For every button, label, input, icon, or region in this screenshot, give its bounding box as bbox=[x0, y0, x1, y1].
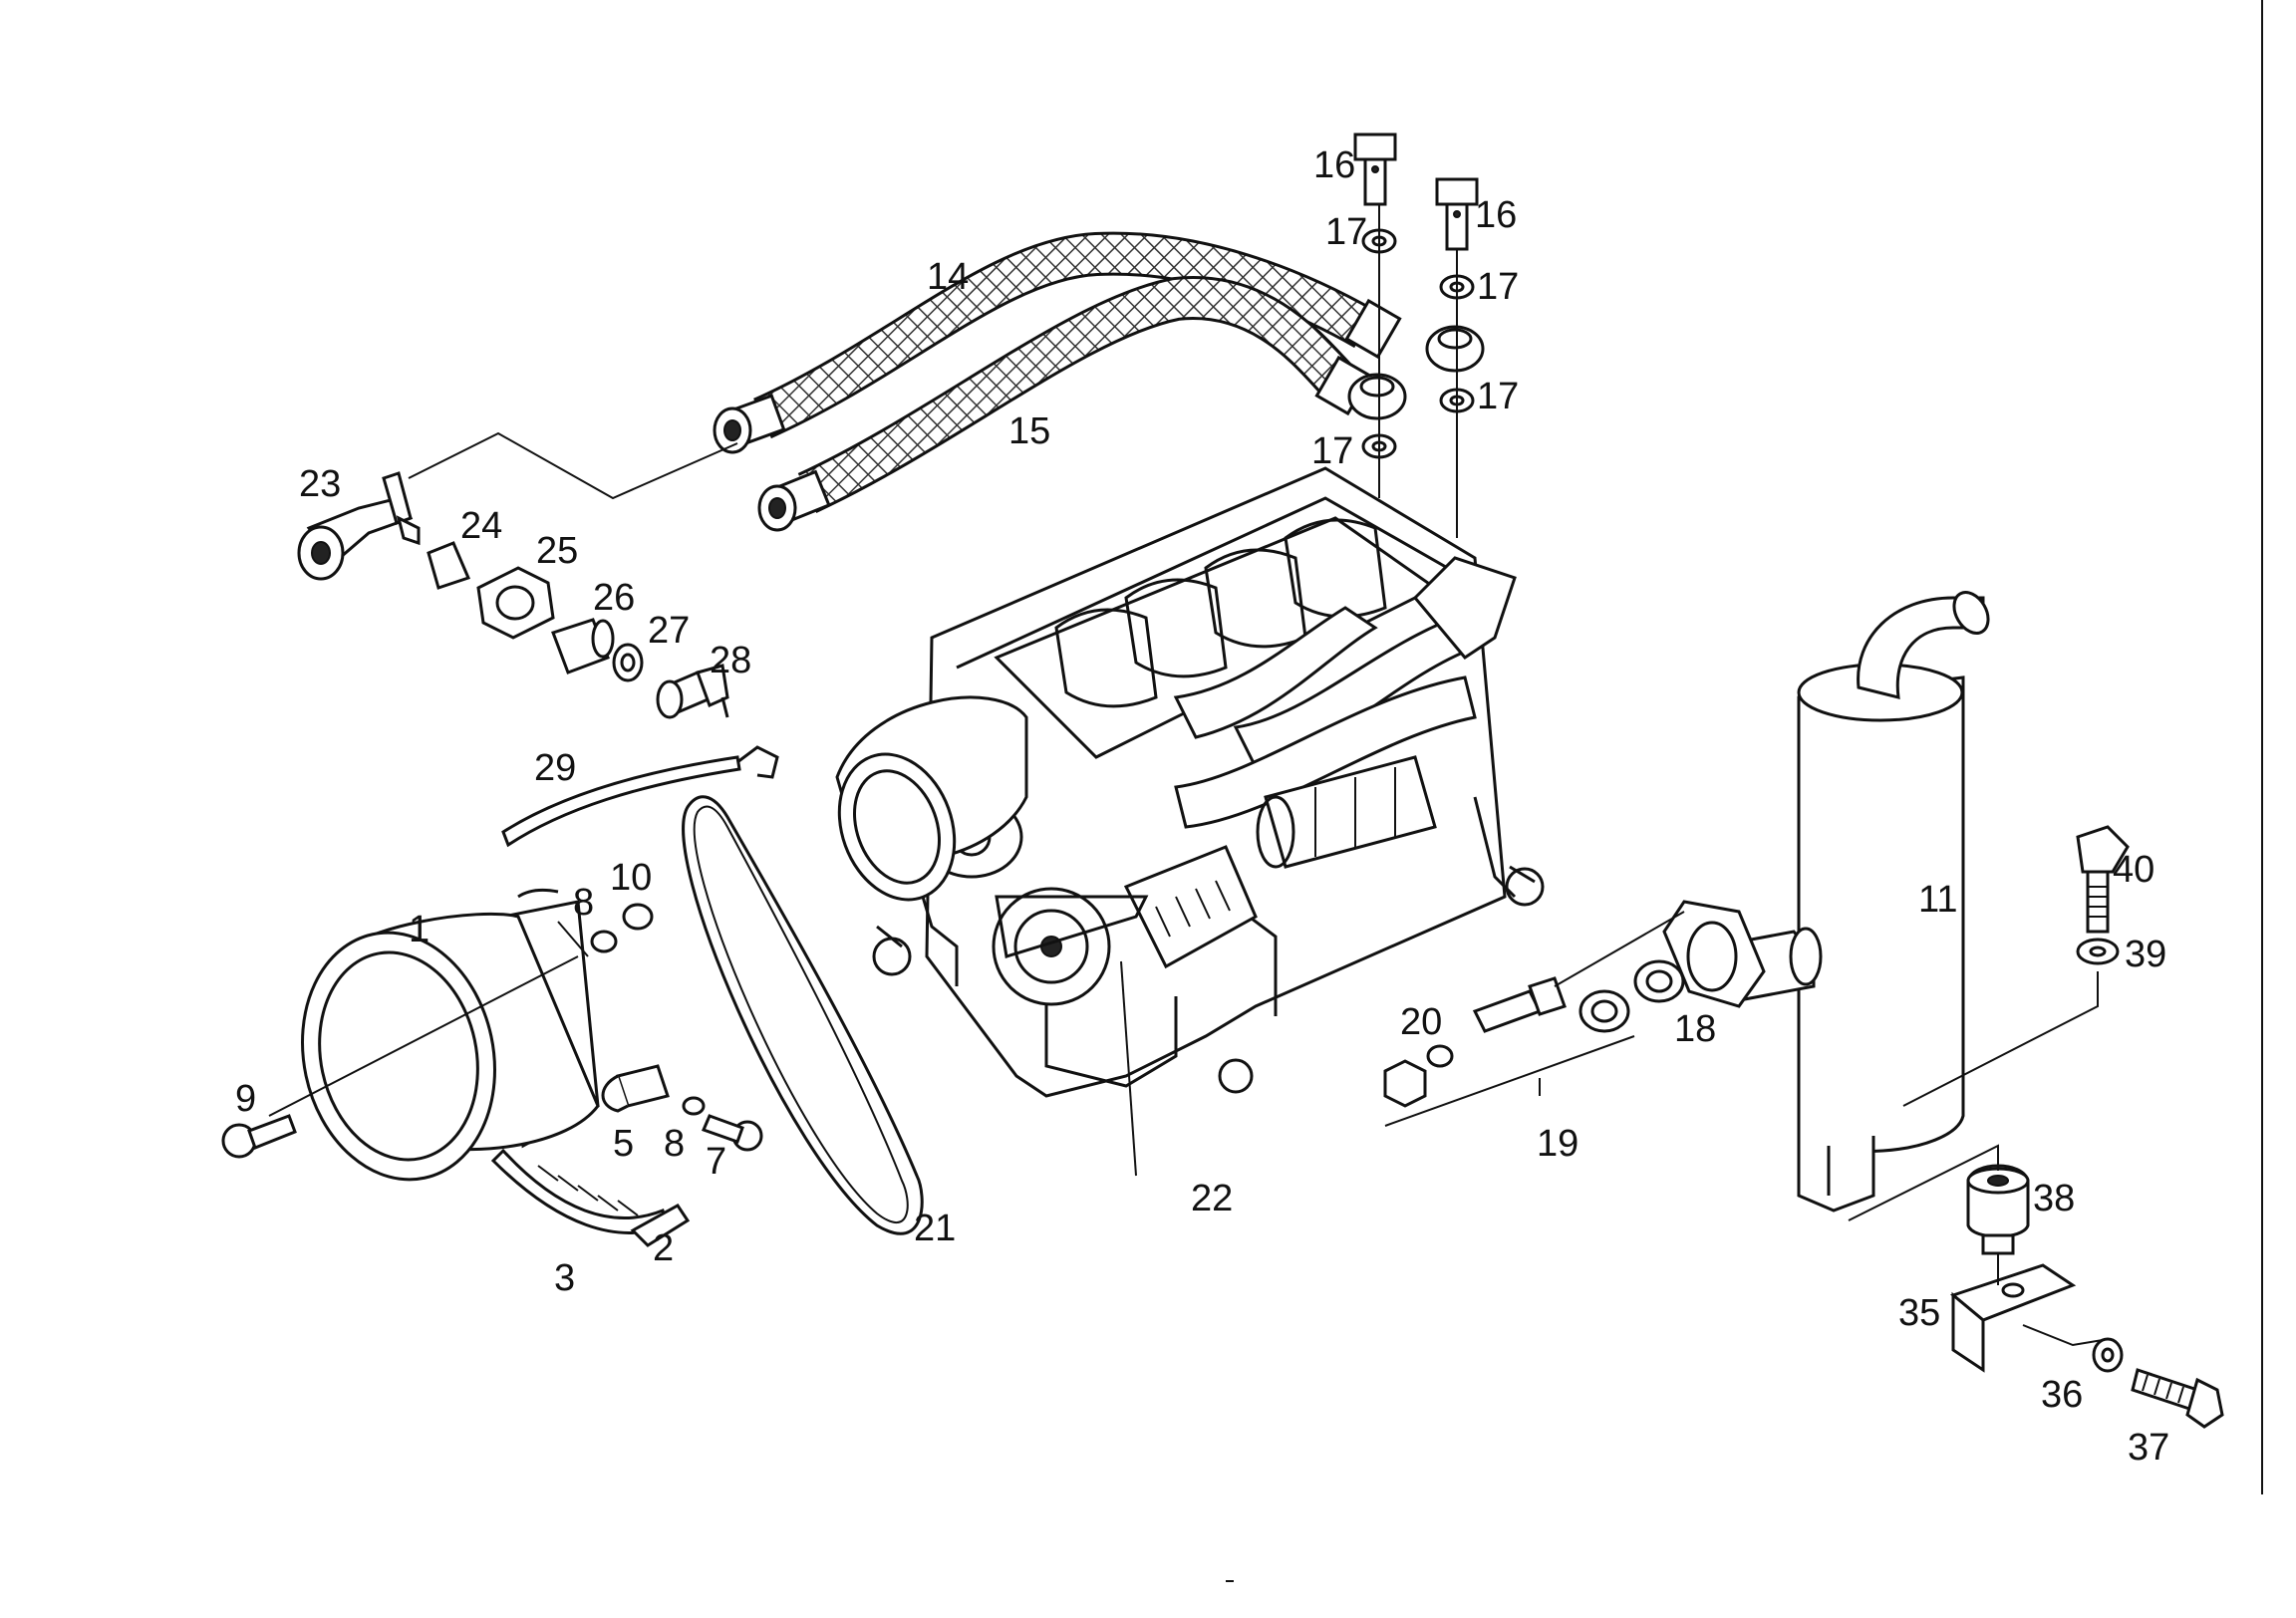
hose-part-14 bbox=[713, 231, 1402, 454]
label-part-36: 36 bbox=[2041, 1374, 2083, 1416]
muffler-part-11 bbox=[1797, 591, 1990, 1213]
tee-fitting-part-23 bbox=[297, 471, 421, 581]
banjo-bolt-part-16-right bbox=[1435, 177, 1479, 251]
label-part-17-c: 17 bbox=[1477, 376, 1519, 417]
washer-part-36 bbox=[2092, 1337, 2124, 1373]
label-part-3: 3 bbox=[554, 1257, 575, 1299]
label-part-20: 20 bbox=[1400, 1001, 1442, 1043]
gasket-part-18 bbox=[1578, 959, 1685, 1033]
v-belt-part-21 bbox=[682, 795, 924, 1235]
label-part-2: 2 bbox=[653, 1227, 674, 1269]
rubber-mount-part-38 bbox=[1966, 1164, 2030, 1255]
cone-part-24 bbox=[427, 541, 471, 590]
hose-part-15 bbox=[757, 276, 1372, 532]
leader-22 bbox=[1120, 960, 1137, 1177]
label-part-25: 25 bbox=[536, 530, 578, 572]
label-part-14: 14 bbox=[927, 256, 969, 298]
bracket-part-5 bbox=[601, 1064, 670, 1113]
label-part-17-b: 17 bbox=[1477, 266, 1519, 308]
label-part-37: 37 bbox=[2128, 1427, 2169, 1469]
bolt-assembly-part-19 bbox=[1383, 976, 1635, 1127]
bolt-part-40 bbox=[2076, 825, 2130, 934]
bolt-part-9 bbox=[221, 1114, 297, 1159]
label-part-7: 7 bbox=[706, 1141, 726, 1183]
label-part-17-d: 17 bbox=[1311, 430, 1353, 472]
banjo-bolt-part-16-left bbox=[1353, 133, 1397, 206]
bolt-part-37 bbox=[2131, 1368, 2224, 1429]
label-part-19: 19 bbox=[1537, 1123, 1578, 1165]
label-part-10: 10 bbox=[610, 857, 652, 899]
bolt-part-7 bbox=[701, 1114, 763, 1152]
pressure-switch-part-28 bbox=[656, 664, 729, 719]
label-part-11: 11 bbox=[1918, 879, 1957, 921]
muffler-inlet-flange bbox=[1662, 900, 1823, 1008]
label-part-8-lower: 8 bbox=[664, 1123, 685, 1165]
banjo-fitting-eyes bbox=[1347, 325, 1485, 420]
engine-air-intake bbox=[835, 695, 1028, 902]
label-part-5: 5 bbox=[613, 1123, 634, 1165]
nut-part-10 bbox=[622, 903, 654, 931]
cable-part-29 bbox=[501, 745, 779, 848]
clamp-band-parts-2-3 bbox=[490, 1148, 691, 1247]
label-part-16-right: 16 bbox=[1475, 194, 1517, 236]
label-part-27: 27 bbox=[648, 610, 690, 652]
label-part-24: 24 bbox=[460, 505, 502, 547]
label-part-15: 15 bbox=[1008, 410, 1050, 452]
leader-hose-to-tee bbox=[408, 431, 738, 500]
label-part-18: 18 bbox=[1674, 1008, 1716, 1050]
leader-line-9 bbox=[268, 955, 579, 1117]
sleeve-part-26 bbox=[551, 618, 615, 674]
washer-part-8-upper bbox=[590, 930, 618, 953]
label-part-21: 21 bbox=[914, 1208, 956, 1249]
leader-flange bbox=[1554, 911, 1685, 987]
leader-bolt-40 bbox=[1902, 971, 2099, 1107]
leader-1 bbox=[557, 921, 589, 957]
label-part-8-upper: 8 bbox=[573, 882, 594, 924]
label-part-9: 9 bbox=[235, 1078, 256, 1120]
washer-part-39 bbox=[2076, 938, 2120, 965]
nut-part-25 bbox=[476, 566, 555, 640]
label-part-1: 1 bbox=[409, 909, 430, 950]
label-part-39: 39 bbox=[2125, 934, 2166, 975]
label-part-29: 29 bbox=[534, 747, 576, 789]
washer-part-8-lower bbox=[682, 1096, 706, 1116]
label-part-38: 38 bbox=[2033, 1178, 2075, 1219]
intake-cup-part-1 bbox=[301, 888, 600, 1182]
label-part-22: 22 bbox=[1191, 1178, 1233, 1219]
label-part-40: 40 bbox=[2113, 849, 2154, 891]
label-part-16-left: 16 bbox=[1313, 144, 1355, 186]
label-part-23: 23 bbox=[299, 463, 341, 505]
washer-part-27 bbox=[612, 643, 644, 682]
label-part-28: 28 bbox=[710, 640, 751, 681]
label-part-17-a: 17 bbox=[1325, 211, 1367, 253]
part-number-labels: 1 2 3 5 7 8 8 9 10 11 14 15 16 16 17 17 … bbox=[235, 144, 2169, 1469]
leader-muffler-bracket bbox=[1848, 1144, 1999, 1221]
label-part-26: 26 bbox=[593, 577, 635, 619]
label-part-35: 35 bbox=[1898, 1292, 1940, 1334]
leader-bracket-bolt bbox=[2022, 1324, 2104, 1347]
mounting-bracket-part-35 bbox=[1949, 1263, 2077, 1373]
